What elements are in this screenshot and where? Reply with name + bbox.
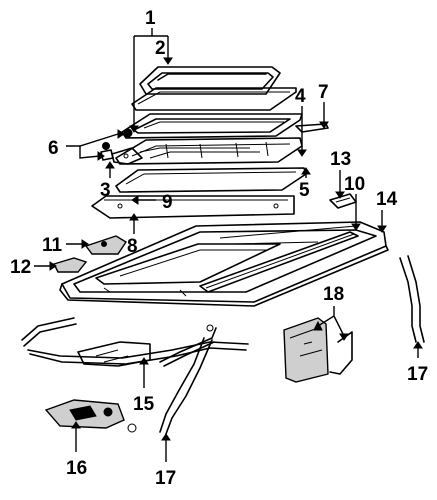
part-4-sunshade [115, 137, 303, 165]
callout-15: 15 [133, 394, 155, 415]
callout-3: 3 [100, 180, 111, 201]
part-17-drain-tube-right [399, 255, 425, 343]
callout-1: 1 [145, 8, 156, 29]
part-9-trim-bar [91, 195, 295, 219]
leader-lines [34, 28, 423, 462]
callout-16: 16 [66, 458, 87, 479]
callout-18: 18 [323, 284, 344, 305]
part-6-clips [100, 128, 133, 161]
callout-13: 13 [330, 149, 351, 170]
callout-7: 7 [318, 82, 329, 103]
part-12-pad [53, 257, 88, 273]
part-14-main-frame [59, 221, 389, 307]
part-18-pouch [283, 317, 329, 383]
part-17-drain-tube-left [159, 337, 213, 435]
callout-5: 5 [299, 180, 310, 201]
callout-9: 9 [162, 192, 173, 213]
part-5-panel [115, 167, 307, 193]
part-15-cable-assembly [21, 317, 249, 367]
callout-12: 12 [10, 257, 31, 278]
callout-6: 6 [48, 138, 59, 159]
part-7-strip [295, 123, 329, 133]
part-16-motor [44, 399, 137, 433]
callout-labels: 1 2 3 4 5 6 7 8 9 10 11 12 13 14 15 16 1… [10, 8, 428, 489]
part-11-bracket [84, 235, 127, 255]
part-18-crank-handle [329, 331, 353, 375]
callout-17-left: 17 [155, 468, 176, 489]
callout-14: 14 [376, 189, 398, 210]
part-3-bracket [111, 147, 143, 165]
part-1-glass-panel [131, 87, 297, 111]
callout-8: 8 [127, 236, 138, 257]
callout-4: 4 [295, 86, 306, 107]
part-13-bracket [329, 193, 357, 209]
part-2-seal [139, 66, 281, 95]
callout-17-right: 17 [407, 364, 428, 385]
callout-2: 2 [155, 38, 166, 59]
part-10-guide-rail [199, 225, 359, 293]
glass-frame [121, 113, 303, 139]
callout-11: 11 [42, 235, 63, 256]
callout-10: 10 [344, 174, 365, 195]
